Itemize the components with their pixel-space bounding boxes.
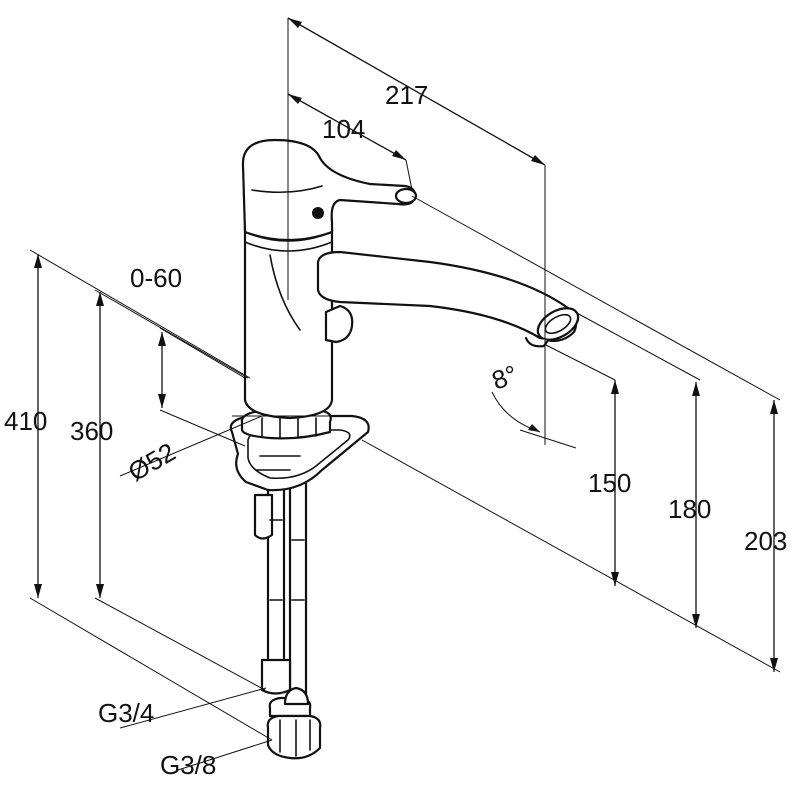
mounting-bracket [229,408,370,492]
label-180: 180 [668,494,711,524]
label-g38: G3/8 [160,750,216,780]
label-150: 150 [588,468,631,498]
label-104: 104 [322,114,365,144]
faucet-illustration [229,138,580,760]
dimension-lines [29,17,781,771]
supply-hoses [253,468,322,760]
label-360: 360 [70,416,113,446]
label-diameter-52: Ø52 [123,437,181,488]
faucet-body [243,226,354,420]
label-0-60: 0-60 [130,263,182,293]
label-8-degrees: 8° [488,359,522,396]
faucet-lever [241,138,418,242]
label-217: 217 [385,80,428,110]
label-g34: G3/4 [98,698,154,728]
dimension-labels: 217 104 0-60 Ø52 410 360 8° 150 180 203 … [4,80,787,780]
label-203: 203 [744,526,787,556]
label-410: 410 [4,406,47,436]
faucet-spout [316,250,580,348]
